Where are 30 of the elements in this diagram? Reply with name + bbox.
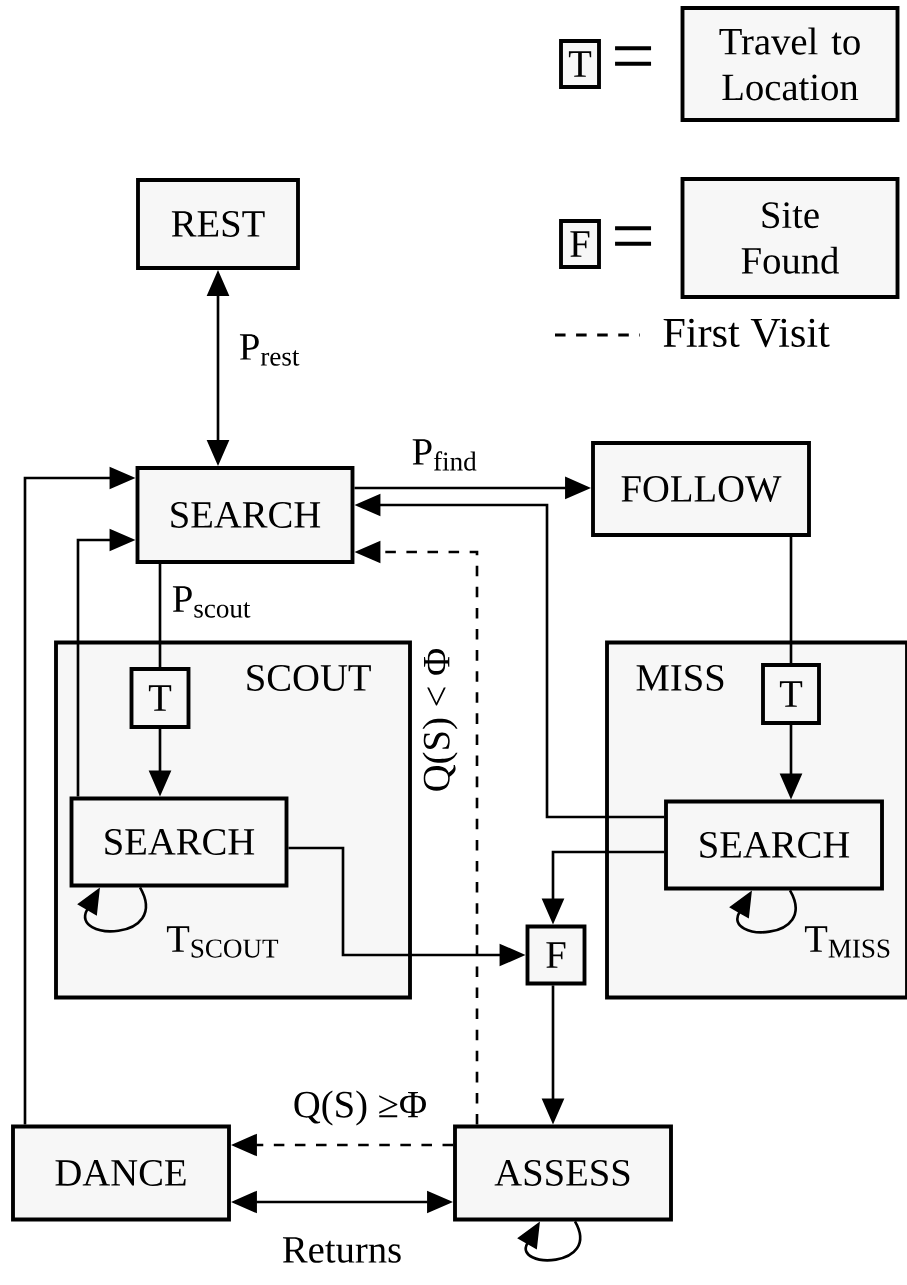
equals-sign: =: [615, 226, 652, 246]
state-box: SEARCH: [135, 466, 355, 564]
legend-text: First Visit: [663, 318, 830, 348]
legend-box: Site Found: [680, 177, 900, 299]
edge-label: P$_{find}$: [412, 439, 477, 471]
edge-label: Returns: [282, 1237, 401, 1263]
edge-label: T$_{MISS}$: [804, 926, 890, 958]
state-box: SEARCH: [69, 796, 289, 888]
marker-box: T: [129, 667, 191, 729]
edge-label: Q(S) ≥Φ: [294, 1090, 426, 1126]
edge-label: P$_{rest}$: [239, 334, 300, 366]
marker-box: T: [559, 39, 601, 89]
state-box: REST: [136, 178, 300, 270]
marker-box: F: [559, 219, 601, 269]
connector-line: [158, 563, 162, 668]
state-box: SEARCH: [664, 799, 884, 891]
edge-label: Q(S) < Φ: [422, 648, 458, 791]
equals-sign: =: [615, 46, 652, 66]
marker-box: F: [525, 924, 587, 986]
state-box: FOLLOW: [591, 441, 811, 537]
legend-box: Travel to Location: [680, 6, 900, 122]
connector-line: [789, 536, 793, 664]
edge-label: P$_{scout}$: [172, 586, 251, 618]
state-box: DANCE: [11, 1124, 231, 1222]
loop-arrow: [517, 1220, 582, 1262]
edge-label: T$_{SCOUT}$: [166, 926, 279, 958]
loop-arrow: [729, 889, 797, 934]
state-box: ASSESS: [453, 1124, 673, 1222]
loop-arrow: [77, 886, 147, 933]
marker-box: T: [761, 663, 821, 725]
